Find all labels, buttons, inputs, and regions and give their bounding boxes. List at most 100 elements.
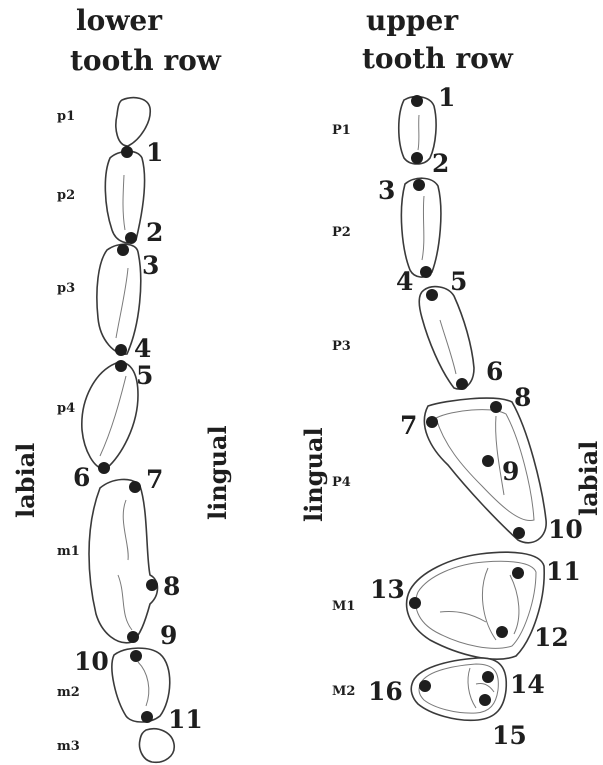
upper-landmark-dot-4 (420, 266, 432, 278)
upper-tooth-row: 1 2 3 4 5 6 7 8 9 10 11 12 13 14 15 16 P… (332, 83, 583, 750)
tooth-label-p3: p3 (57, 281, 75, 296)
lower-landmark-dot-9 (127, 631, 139, 643)
lower-landmark-label-11: 11 (168, 705, 203, 734)
tooth-p3-outline (96, 243, 142, 355)
tooth-M1-crease-c (439, 611, 487, 623)
lower-landmark-label-1: 1 (146, 138, 163, 167)
tooth-label-p4: p4 (57, 401, 75, 416)
lower-right-side-label: lingual (203, 425, 232, 520)
tooth-M1-outline (405, 551, 545, 660)
upper-landmark-dot-13 (409, 597, 421, 609)
tooth-label-m3: m3 (57, 739, 80, 754)
lower-landmark-dot-10 (130, 650, 142, 662)
tooth-M1-crease-a (482, 567, 497, 641)
lower-landmark-dot-7 (129, 481, 141, 493)
upper-landmark-label-12: 12 (534, 623, 569, 652)
tooth-m3-outline (138, 728, 175, 764)
upper-landmark-label-8: 8 (514, 383, 531, 412)
upper-landmark-dot-8 (490, 401, 502, 413)
lower-landmark-dot-3 (117, 244, 129, 256)
upper-landmark-label-11: 11 (546, 557, 581, 586)
tooth-p1-outline (115, 96, 151, 147)
tooth-m1-outline (88, 478, 159, 644)
tooth-label-m2: m2 (57, 685, 80, 700)
lower-landmark-label-9: 9 (160, 621, 177, 650)
tooth-label-M1: M1 (332, 599, 355, 614)
lower-landmark-dot-1 (121, 146, 133, 158)
lower-landmark-dot-4 (115, 344, 127, 356)
upper-landmark-dot-1 (411, 95, 423, 107)
tooth-P4-crease (495, 415, 505, 496)
lower-landmark-label-5: 5 (136, 361, 153, 390)
lower-landmark-label-3: 3 (142, 251, 159, 280)
tooth-label-p2: p2 (57, 188, 75, 203)
lower-tooth-row: 1 2 3 4 5 6 7 8 9 10 11 p1 p2 p3 p4 m1 m… (57, 96, 203, 764)
tooth-m1-crease-b (117, 574, 133, 631)
upper-header-line2: tooth row (362, 42, 514, 75)
upper-landmark-dot-3 (413, 179, 425, 191)
upper-landmark-dot-6 (456, 378, 468, 390)
upper-landmark-label-3: 3 (378, 176, 395, 205)
tooth-M1-inner-rim (415, 560, 537, 649)
upper-landmark-label-15: 15 (492, 721, 527, 750)
tooth-p3-crease (115, 267, 129, 339)
upper-landmark-label-9: 9 (502, 457, 519, 486)
tooth-P1-crease (417, 114, 420, 151)
upper-landmark-label-4: 4 (396, 267, 413, 296)
tooth-P4-outline (423, 397, 547, 544)
upper-landmark-label-7: 7 (400, 411, 417, 440)
lower-landmark-dot-8 (146, 579, 158, 591)
upper-landmark-dot-15 (479, 694, 491, 706)
lower-landmark-label-6: 6 (73, 463, 90, 492)
tooth-label-M2: M2 (332, 684, 355, 699)
tooth-M2-crease-a (467, 667, 477, 709)
tooth-label-P3: P3 (332, 339, 351, 354)
upper-landmark-label-6: 6 (486, 357, 503, 386)
upper-landmark-label-16: 16 (368, 677, 403, 706)
upper-landmark-dot-2 (411, 152, 423, 164)
tooth-label-P4: P4 (332, 475, 351, 490)
upper-landmark-dot-14 (482, 671, 494, 683)
tooth-m1-crease-a (122, 499, 129, 561)
lower-landmark-dot-5 (115, 360, 127, 372)
tooth-label-P2: P2 (332, 225, 351, 240)
upper-landmark-dot-9 (482, 455, 494, 467)
tooth-M2-crease-b (475, 683, 495, 693)
tooth-P3-crease (439, 319, 457, 375)
upper-landmark-dot-7 (426, 416, 438, 428)
upper-left-side-label: lingual (299, 427, 328, 522)
tooth-label-P1: P1 (332, 123, 351, 138)
tooth-P3-outline (418, 285, 475, 390)
upper-landmark-dot-12 (496, 626, 508, 638)
upper-landmark-label-14: 14 (510, 670, 545, 699)
tooth-M1-crease-b (509, 574, 520, 635)
upper-landmark-label-10: 10 (548, 515, 583, 544)
lower-landmark-label-7: 7 (146, 465, 163, 494)
upper-landmark-label-13: 13 (370, 575, 405, 604)
tooth-M2-inner-rim (418, 663, 499, 714)
lower-landmark-label-10: 10 (74, 647, 109, 676)
lower-landmark-dot-11 (141, 711, 153, 723)
upper-landmark-dot-16 (419, 680, 431, 692)
lower-landmark-dot-2 (125, 232, 137, 244)
lower-landmark-label-2: 2 (146, 218, 163, 247)
upper-landmark-dot-5 (426, 289, 438, 301)
upper-landmark-label-2: 2 (432, 149, 449, 178)
lower-header-line2: tooth row (70, 44, 222, 77)
tooth-p4-crease (99, 375, 127, 457)
tooth-m2-outline (111, 647, 171, 723)
lower-landmark-label-4: 4 (134, 334, 151, 363)
tooth-label-p1: p1 (57, 109, 75, 124)
upper-landmark-label-1: 1 (438, 83, 455, 112)
upper-header-line1: upper (366, 4, 459, 37)
upper-landmark-dot-10 (513, 527, 525, 539)
lower-left-side-label: labial (11, 443, 40, 518)
upper-landmark-dot-11 (512, 567, 524, 579)
tooth-p4-outline (81, 361, 139, 470)
tooth-P1-outline (397, 95, 437, 165)
tooth-label-m1: m1 (57, 544, 80, 559)
lower-header-line1: lower (76, 4, 163, 37)
lower-landmark-label-8: 8 (163, 572, 180, 601)
upper-right-side-label: labial (574, 441, 603, 516)
